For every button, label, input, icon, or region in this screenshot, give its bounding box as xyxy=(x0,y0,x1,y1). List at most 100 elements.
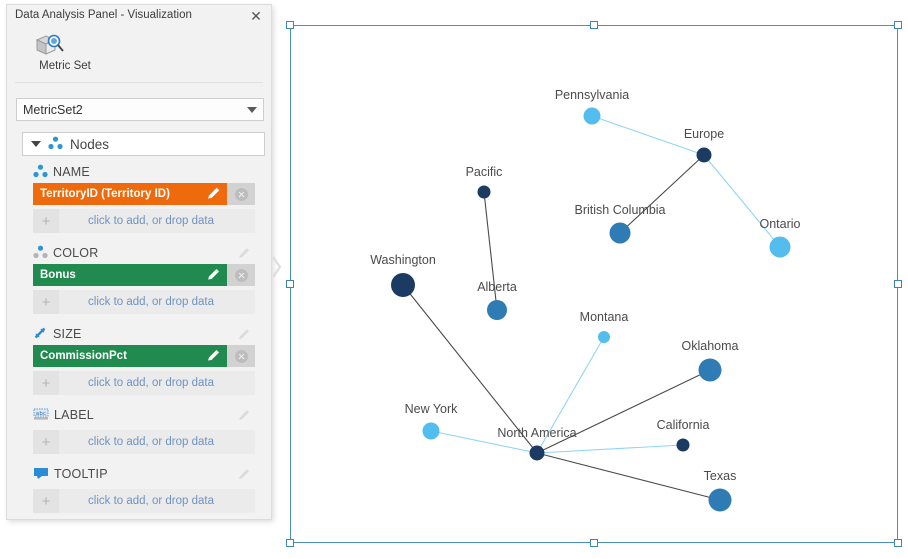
panel-title: Data Analysis Panel - Visualization xyxy=(15,9,192,21)
resize-handle[interactable] xyxy=(894,539,902,547)
network-node[interactable] xyxy=(708,488,732,512)
field-chip-commissionpct[interactable]: CommissionPct xyxy=(33,345,255,367)
plus-icon: + xyxy=(33,489,59,513)
plus-icon: + xyxy=(33,430,59,454)
network-node[interactable] xyxy=(698,358,722,382)
resize-handle[interactable] xyxy=(286,280,294,288)
network-edge xyxy=(619,154,705,234)
panel-collapse-handle[interactable] xyxy=(270,247,284,287)
close-icon[interactable]: ✕ xyxy=(250,8,262,24)
color-icon xyxy=(33,245,48,262)
node-label: Pacific xyxy=(465,165,503,179)
node-label: Montana xyxy=(579,310,629,324)
network-node[interactable] xyxy=(676,438,690,452)
nodes-section-header[interactable]: Nodes xyxy=(22,132,265,156)
dropzone-text: click to add, or drop data xyxy=(88,377,214,389)
resize-handle[interactable] xyxy=(286,21,294,29)
node-label: Washington xyxy=(370,253,436,267)
network-node[interactable] xyxy=(529,445,545,461)
section-color: COLOR Bonus xyxy=(7,242,273,314)
network-node[interactable] xyxy=(609,222,631,244)
network-edge xyxy=(591,115,705,156)
edit-pencil-icon[interactable] xyxy=(237,467,251,481)
metric-set-dropdown[interactable]: MetricSet2 xyxy=(16,98,264,121)
metric-set-icon[interactable] xyxy=(33,31,67,59)
field-chip-label: Bonus xyxy=(40,269,76,281)
node-label: Pennsylvania xyxy=(554,88,630,102)
data-analysis-panel: Data Analysis Panel - Visualization ✕ Me… xyxy=(6,4,272,520)
dropzone-color[interactable]: + click to add, or drop data xyxy=(33,290,255,314)
section-color-label: COLOR xyxy=(53,246,99,260)
edit-pencil-icon[interactable] xyxy=(206,348,221,363)
network-node[interactable] xyxy=(391,273,415,297)
dropzone-size[interactable]: + click to add, or drop data xyxy=(33,371,255,395)
network-node[interactable] xyxy=(769,236,791,258)
field-chip-bonus[interactable]: Bonus xyxy=(33,264,255,286)
size-icon xyxy=(33,326,48,343)
remove-field-button[interactable] xyxy=(227,183,255,205)
metric-set-block: Metric Set xyxy=(15,27,263,83)
node-label: Europe xyxy=(683,127,725,141)
panel-title-bar: Data Analysis Panel - Visualization ✕ xyxy=(7,5,271,27)
network-edges xyxy=(402,115,781,501)
resize-handle[interactable] xyxy=(894,21,902,29)
network-node[interactable] xyxy=(696,147,712,163)
network-node[interactable] xyxy=(583,107,601,125)
resize-handle[interactable] xyxy=(286,539,294,547)
svg-text:abc: abc xyxy=(36,411,47,417)
edit-pencil-icon[interactable] xyxy=(237,246,251,260)
section-size-header: SIZE xyxy=(7,323,273,345)
network-edge xyxy=(430,430,538,454)
network-edge xyxy=(402,284,538,454)
node-label: New York xyxy=(404,402,458,416)
section-name-header: NAME xyxy=(7,161,273,183)
remove-field-button[interactable] xyxy=(227,345,255,367)
network-edge xyxy=(536,452,721,501)
network-node[interactable] xyxy=(598,331,610,343)
node-label: North America xyxy=(497,426,577,440)
resize-handle[interactable] xyxy=(590,539,598,547)
field-chip-label: CommissionPct xyxy=(40,350,127,362)
resize-handle[interactable] xyxy=(894,280,902,288)
section-size-label: SIZE xyxy=(53,327,82,341)
network-node[interactable] xyxy=(422,422,440,440)
plus-icon: + xyxy=(33,209,59,233)
dropzone-label[interactable]: + click to add, or drop data xyxy=(33,430,255,454)
chevron-down-icon xyxy=(31,141,41,147)
field-sections: NAME TerritoryID (Territory ID) + click … xyxy=(7,161,273,513)
field-chip-territoryid[interactable]: TerritoryID (Territory ID) xyxy=(33,183,255,205)
edit-pencil-icon[interactable] xyxy=(206,267,221,282)
section-tooltip-label: TOOLTIP xyxy=(54,467,108,481)
network-edge xyxy=(536,444,684,454)
section-label: abc LABEL + click to add, or drop data xyxy=(7,404,273,454)
node-label: Ontario xyxy=(759,217,801,231)
plus-icon: + xyxy=(33,290,59,314)
tooltip-icon xyxy=(33,466,49,483)
node-label: Alberta xyxy=(477,280,517,294)
section-name-label: NAME xyxy=(53,165,90,179)
network-edge xyxy=(483,191,498,311)
dropzone-text: click to add, or drop data xyxy=(88,215,214,227)
section-label-label: LABEL xyxy=(54,408,94,422)
section-name: NAME TerritoryID (Territory ID) + click … xyxy=(7,161,273,233)
node-label: California xyxy=(656,418,710,432)
edit-pencil-icon[interactable] xyxy=(237,327,251,341)
dropzone-tooltip[interactable]: + click to add, or drop data xyxy=(33,489,255,513)
node-label: Oklahoma xyxy=(681,339,739,353)
dropzone-name[interactable]: + click to add, or drop data xyxy=(33,209,255,233)
network-edge xyxy=(536,369,711,454)
network-edge xyxy=(703,154,781,248)
chevron-down-icon xyxy=(247,106,257,113)
edit-pencil-icon[interactable] xyxy=(237,408,251,422)
edit-pencil-icon[interactable] xyxy=(206,186,221,201)
remove-field-button[interactable] xyxy=(227,264,255,286)
network-node[interactable] xyxy=(477,185,491,199)
section-tooltip-header: TOOLTIP xyxy=(7,463,273,485)
resize-handle[interactable] xyxy=(590,21,598,29)
node-label: Texas xyxy=(703,469,737,483)
metric-set-selected-value: MetricSet2 xyxy=(23,102,83,117)
section-color-header: COLOR xyxy=(7,242,273,264)
network-node[interactable] xyxy=(487,300,507,320)
plus-icon: + xyxy=(33,371,59,395)
